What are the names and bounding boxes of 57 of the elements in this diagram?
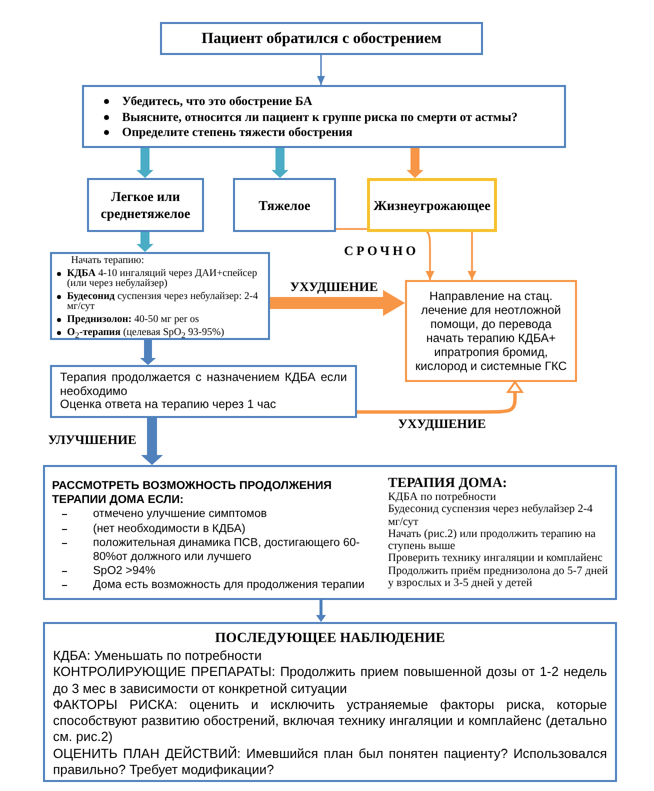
list-item: Продолжить приём преднизолона до 5-7 дней у взрослых и 3-5 дней у детей — [388, 564, 609, 590]
instruction-box — [82, 85, 566, 148]
paragraph: КОНТРОЛИРУЮЩИЕ ПРЕПАРАТЫ: Продолжить прием повышенной дозы от 1-2 недель до 3 мес в зависимости от конкретной ситуации — [53, 664, 607, 697]
process-box — [50, 365, 357, 418]
block-arrow — [272, 148, 288, 178]
paragraph: Терапия продолжается с назначением КДБА если необходимо — [60, 371, 347, 398]
severity-box — [367, 178, 497, 232]
list-item: O$_{2}$-терапия (целевая SpO$_{2}$ 93-95%) — [67, 328, 226, 340]
paragraph: КДБА: Уменьшать по потребности — [53, 648, 263, 664]
list-item: Дома есть возможность для продолжения терапии — [93, 578, 366, 593]
severity-box — [233, 178, 336, 232]
box-text: Направление на стац. лечение для неотложной помощи, до перевода начать терапию КДБА+ ипратропия бромид, кислород и системные ГКС — [414, 289, 568, 373]
list-item: Выясните, относится ли пациент к группе риска по смерти от астмы? — [122, 110, 519, 125]
block-arrow — [136, 148, 154, 178]
edge-label: УЛУЧШЕНИЕ — [48, 432, 136, 447]
block-arrow — [406, 148, 424, 178]
follow-up-box — [43, 622, 617, 782]
list-item: Начать (рис.2) или продолжить терапию на ступень выше — [388, 528, 597, 552]
list-item: Определите степень тяжести обострения — [122, 125, 354, 140]
section-heading: ТЕРАПИЯ ДОМА: — [388, 476, 508, 491]
block-arrow — [136, 232, 154, 252]
paragraph: ОЦЕНИТЬ ПЛАН ДЕЙСТВИЙ: Имевшийся план был понятен пациенту? Использовался правильно? Требует модификации? — [53, 746, 607, 778]
list-item: Проверить технику ингаляции и комплайенс — [388, 552, 604, 565]
severity-box — [87, 178, 204, 232]
list-item: отмечено улучшение симптомов — [93, 507, 268, 522]
therapy-box — [50, 252, 270, 340]
arrow — [357, 381, 523, 414]
section-heading: ПОСЛЕДУЮЩЕЕ НАБЛЮДЕНИЕ — [214, 630, 446, 648]
list-item: Преднизолон: 40-50 мг per os — [67, 315, 200, 325]
arrow — [316, 600, 326, 622]
box-label: Тяжелое — [258, 196, 310, 214]
list-item: КДБА по потребности — [388, 491, 498, 504]
edge-label: УХУДШЕНИЕ — [290, 279, 378, 294]
section-heading: РАССМОТРЕТЬ ВОЗМОЖНОСТЬ ПРОДОЛЖЕНИЯ ТЕРАПИИ ДОМА ЕСЛИ: — [52, 479, 333, 508]
arrow — [468, 232, 476, 280]
box-title: Пациент обратился с обострением — [201, 30, 442, 48]
edge-label: УХУДШЕНИЕ — [398, 416, 486, 431]
annotation-label: СРОЧНО — [344, 243, 419, 258]
block-arrow — [140, 340, 156, 365]
list-item: Убедитесь, что это обострение БА — [122, 94, 314, 110]
list-item: КДБА 4-10 ингаляций через ДАИ+спейсер (или через небулайзер) — [67, 269, 258, 289]
paragraph: ФАКТОРЫ РИСКА: оценить и исключить устраняемые факторы риска, которые способствуют развитию обострений, включая технику ингаляции и комплайенс (детально см. рис.2) — [53, 696, 607, 746]
list-item: SpO2 >94% — [93, 564, 156, 578]
referral-box — [405, 280, 577, 382]
list-item: Будесонид суспензия через небулайзер: 2-4 мг/сут — [67, 292, 259, 312]
paragraph: Оценка ответа на терапию через 1 час — [60, 398, 278, 412]
block-arrow — [270, 290, 405, 316]
home-therapy-box — [43, 465, 617, 600]
box-label: Легкое или среднетяжелое — [100, 188, 192, 222]
process-box — [160, 22, 483, 55]
list-heading: Начать терапию: — [71, 256, 146, 266]
block-arrow — [141, 418, 163, 465]
list-item: Будесонид суспензия через небулайзер 2-4 мг/сут — [388, 503, 594, 528]
box-label: Жизнеугрожающее — [373, 196, 491, 214]
list-item: (нет необходимости в КДБА) — [93, 522, 246, 536]
arrow — [317, 55, 325, 85]
list-item: положительная динамика ПСВ, достигающего 60-80%от должного или лучшего — [93, 536, 361, 564]
